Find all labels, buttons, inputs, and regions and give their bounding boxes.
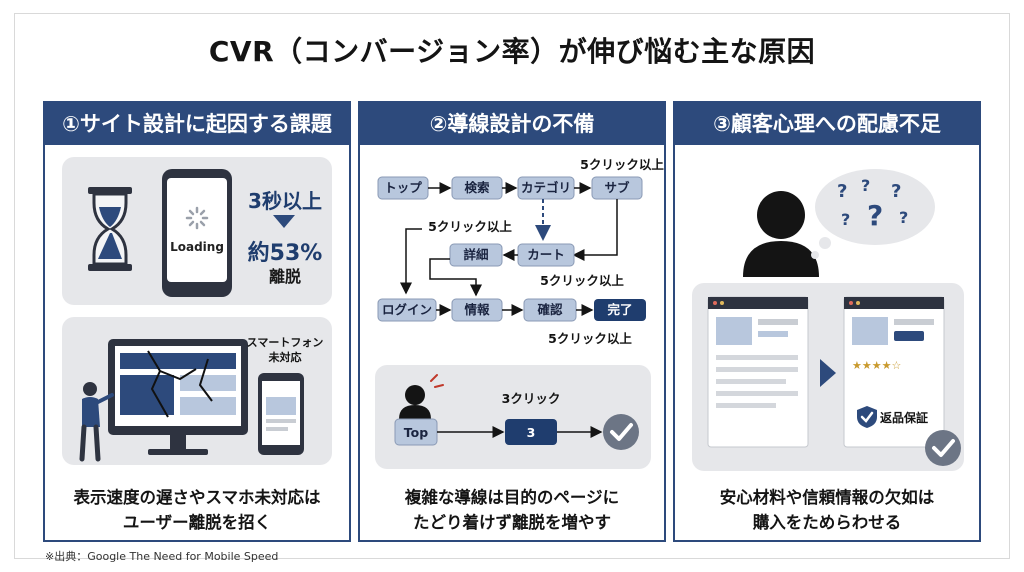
caption-line1: 安心材料や信頼情報の欠如は: [719, 488, 935, 507]
column-caption: 複雑な導線は目的のページに たどり着けず離脱を増やす: [360, 485, 664, 535]
click-label-4: 5クリック以上: [548, 331, 632, 346]
short-path-diagram: Top 3 3クリック: [394, 374, 639, 450]
node-category-label: カテゴリ: [521, 180, 571, 195]
stat-time: 3秒以上: [248, 189, 322, 213]
arrow-detail-login: [400, 228, 422, 295]
node-confirm-label: 確認: [537, 302, 563, 317]
right-arrow-icon: [820, 359, 836, 387]
confused-user-icon: ? ? ? ? ? ?: [743, 169, 935, 277]
node-done-label: 完了: [607, 302, 632, 317]
stat-exit: 離脱: [268, 267, 301, 286]
node-cart: カート: [517, 243, 575, 267]
caption-line2: 購入をためらわせる: [752, 513, 902, 532]
node-login-label: ログイン: [382, 302, 432, 317]
caption-line2: たどり着けず離脱を増やす: [413, 513, 611, 532]
column-psychology: ③顧客心理への配慮不足 ? ? ? ? ? ?: [673, 101, 981, 542]
svg-text:?: ?: [837, 181, 847, 202]
node-sub: サブ: [591, 176, 643, 200]
arrow-sub-cart: [572, 199, 618, 261]
broken-monitor-icon: [108, 339, 248, 455]
slide-title: CVR（コンバージョン率）が伸び悩む主な原因: [208, 35, 816, 68]
node-search: 検索: [451, 176, 503, 200]
arrow-detail-info: [429, 258, 482, 297]
column-heading: ②導線設計の不備: [360, 103, 664, 145]
smartphone-label-line2: 未対応: [268, 351, 302, 364]
check-circle-icon: [603, 414, 639, 450]
down-arrow-icon: [273, 215, 295, 228]
caption-line1: 複雑な導線は目的のページに: [404, 488, 620, 507]
column-caption: 安心材料や信頼情報の欠如は 購入をためらわせる: [675, 485, 979, 535]
node-cart-label: カート: [527, 247, 565, 262]
loading-label: Loading: [170, 240, 224, 254]
smartphone-label-line1: スマートフォン: [246, 336, 324, 349]
click-label-1: 5クリック以上: [580, 157, 664, 172]
svg-text:?: ?: [891, 181, 901, 202]
node-sub-label: サブ: [604, 180, 630, 195]
node-confirm: 確認: [523, 298, 577, 322]
caption-line1: 表示速度の遅さやスマホ未対応は: [73, 488, 321, 507]
node-done: 完了: [594, 299, 646, 321]
small-phone-icon: [258, 373, 304, 455]
rating-stars-icon: ★★★★☆: [852, 359, 901, 372]
mobile-panel: スマートフォン 未対応: [62, 317, 332, 465]
svg-text:?: ?: [861, 176, 870, 195]
smartphone-unsupported-label: スマートフォン 未対応: [240, 335, 330, 365]
caption-line2: ユーザー離脱を招く: [122, 513, 272, 532]
short-click-label: 3クリック: [502, 391, 561, 406]
hourglass-icon: [88, 187, 132, 271]
svg-text:?: ?: [899, 208, 908, 227]
node-info: 情報: [451, 298, 503, 322]
column-navigation: ②導線設計の不備 トップ 検索 カテゴリ サブ: [358, 101, 666, 542]
short-node-step: [505, 419, 557, 445]
node-category: カテゴリ: [517, 176, 575, 200]
click-label-2: 5クリック以上: [428, 219, 512, 234]
node-search-label: 検索: [464, 180, 490, 195]
shield-check-icon: [857, 406, 877, 428]
page-compare-panel: ★★★★☆ 返品保証: [692, 283, 964, 471]
speed-panel: Loading 3秒以上 約53% 離脱: [62, 157, 332, 305]
short-node-top-label: Top: [404, 425, 428, 440]
short-node-step-label: 3: [527, 425, 536, 440]
stat-rate: 約53%: [247, 241, 323, 266]
return-guarantee-badge: 返品保証: [880, 411, 929, 425]
click-label-3: 5クリック以上: [540, 273, 624, 288]
column-site-design: ①サイト設計に起因する課題: [43, 101, 351, 542]
node-login: ログイン: [377, 298, 437, 322]
short-path-panel: Top 3 3クリック: [375, 365, 651, 469]
node-detail: 詳細: [449, 243, 503, 267]
loading-spinner-icon: [185, 206, 209, 230]
phone-screen: Loading: [167, 178, 227, 282]
node-info-label: 情報: [464, 302, 490, 317]
svg-text:?: ?: [867, 199, 883, 232]
check-circle-icon: [925, 430, 961, 466]
svg-text:?: ?: [841, 210, 850, 229]
smartphone-loading: Loading: [162, 169, 232, 297]
node-top-label: トップ: [384, 180, 422, 195]
source-note: ※出典：Google The Need for Mobile Speed: [45, 550, 279, 563]
node-top: トップ: [377, 176, 429, 200]
column-heading: ①サイト設計に起因する課題: [45, 103, 349, 145]
column-caption: 表示速度の遅さやスマホ未対応は ユーザー離脱を招く: [45, 485, 349, 535]
thought-bubble-icon: ? ? ? ? ? ?: [811, 169, 935, 259]
node-detail-label: 詳細: [463, 247, 488, 262]
user-icon: [399, 374, 444, 419]
presenter-icon: [79, 382, 114, 462]
complex-flow-diagram: トップ 検索 カテゴリ サブ 5クリック以上 詳細 カート: [377, 157, 664, 346]
column-heading: ③顧客心理への配慮不足: [675, 103, 979, 145]
plain-page-icon: [707, 296, 809, 448]
